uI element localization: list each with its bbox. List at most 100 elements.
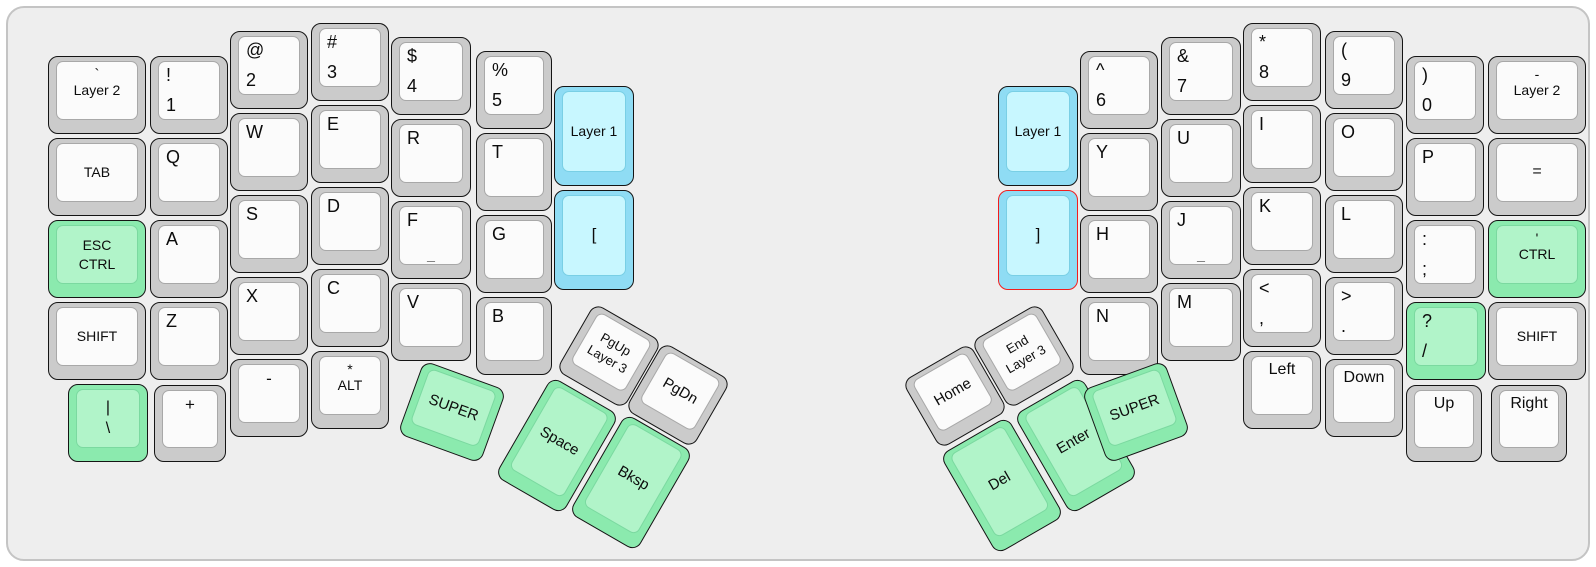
key-grave-layer2[interactable]: `Layer 2 (48, 56, 146, 134)
key-label: + (185, 395, 195, 414)
key-x[interactable]: X (230, 277, 308, 355)
keycap-top: Q (158, 143, 220, 202)
key-w[interactable]: W (230, 113, 308, 191)
key-caret-6[interactable]: ^6 (1080, 51, 1158, 129)
keycap-top: $4 (399, 42, 463, 101)
key-colon-semicolon[interactable]: :; (1406, 220, 1484, 298)
keycap-top: C (319, 274, 381, 333)
key-r[interactable]: R (391, 119, 471, 197)
key-esc-ctrl[interactable]: ESC CTRL (48, 220, 146, 298)
key-shift-left[interactable]: SHIFT (48, 302, 146, 380)
keycap-top: 'CTRL (1496, 225, 1578, 284)
key-hash-3[interactable]: #3 (311, 23, 389, 101)
key-paren-0[interactable]: )0 (1406, 56, 1484, 134)
key-tab[interactable]: TAB (48, 138, 146, 216)
key-b[interactable]: B (476, 297, 552, 375)
key-label: X (246, 286, 259, 306)
key-arrow-down[interactable]: Down (1325, 359, 1403, 437)
key-label: ! (166, 65, 172, 85)
key-pipe-backslash[interactable]: | \ (68, 384, 148, 462)
key-s[interactable]: S (230, 195, 308, 273)
key-t[interactable]: T (476, 133, 552, 211)
key-less-comma[interactable]: <, (1243, 269, 1321, 347)
key-label: ] (1035, 225, 1041, 245)
key-shift-right[interactable]: SHIFT (1488, 302, 1586, 380)
key-paren-9[interactable]: (9 (1325, 31, 1403, 109)
keycap-top: !1 (158, 61, 220, 120)
key-p[interactable]: P (1406, 138, 1484, 216)
key-z[interactable]: Z (150, 302, 228, 380)
key-label: I (1259, 114, 1265, 134)
key-exclaim-1[interactable]: !1 (150, 56, 228, 134)
key-d[interactable]: D (311, 187, 389, 265)
key-a[interactable]: A (150, 220, 228, 298)
keycap-top: J_ (1169, 206, 1233, 265)
key-label: > (1341, 286, 1352, 306)
key-k[interactable]: K (1243, 187, 1321, 265)
key-v[interactable]: V (391, 283, 471, 361)
key-amp-7[interactable]: &7 (1161, 37, 1241, 115)
keycap-top: `Layer 2 (56, 61, 138, 120)
keycap-top: *ALT (319, 356, 381, 415)
keycap-top: T (484, 138, 544, 197)
key-label: TAB (83, 164, 111, 181)
key-label: PgUp Layer 3 (584, 329, 634, 376)
key-label: 3 (327, 61, 338, 82)
keycap-top: W (238, 118, 300, 177)
key-label: End Layer 3 (1002, 331, 1049, 376)
key-i[interactable]: I (1243, 105, 1321, 183)
key-label: 5 (492, 89, 503, 110)
key-e[interactable]: E (311, 105, 389, 183)
key-left-bracket[interactable]: [ (554, 190, 634, 290)
key-c[interactable]: C (311, 269, 389, 347)
key-at-2[interactable]: @2 (230, 31, 308, 109)
key-label: ? (1422, 311, 1433, 331)
key-minus[interactable]: - (230, 359, 308, 437)
key-percent-5[interactable]: %5 (476, 51, 552, 129)
key-question-slash[interactable]: ?/ (1406, 302, 1486, 380)
key-label: _ (427, 245, 435, 262)
key-label: R (407, 128, 420, 148)
key-q[interactable]: Q (150, 138, 228, 216)
keycap-top: Layer 1 (1006, 91, 1070, 172)
key-h[interactable]: H (1080, 215, 1158, 293)
keycap-top: SUPER (1090, 367, 1179, 448)
keycap-top: <, (1251, 274, 1313, 333)
key-minus-layer2[interactable]: -Layer 2 (1488, 56, 1586, 134)
key-label: Layer 1 (1014, 123, 1062, 140)
key-m[interactable]: M (1161, 283, 1241, 361)
keycap-top: X (238, 282, 300, 341)
key-plus[interactable]: + (154, 385, 226, 462)
key-label: C (327, 278, 340, 298)
key-right-bracket[interactable]: ] (998, 190, 1078, 290)
key-super-left[interactable]: SUPER (397, 360, 507, 464)
keycap-top: = (1496, 143, 1578, 202)
key-label: SUPER (426, 390, 481, 425)
key-quote-ctrl[interactable]: 'CTRL (1488, 220, 1586, 298)
key-f[interactable]: F_ (391, 201, 471, 279)
key-arrow-up[interactable]: Up (1406, 385, 1482, 462)
key-j[interactable]: J_ (1161, 201, 1241, 279)
key-asterisk-8[interactable]: *8 (1243, 23, 1321, 101)
key-y[interactable]: Y (1080, 133, 1158, 211)
key-greater-period[interactable]: >. (1325, 277, 1403, 355)
key-g[interactable]: G (476, 215, 552, 293)
key-l[interactable]: L (1325, 195, 1403, 273)
key-asterisk-alt[interactable]: *ALT (311, 351, 389, 429)
key-label: SUPER (1107, 390, 1162, 425)
keycap-top: M (1169, 288, 1233, 347)
key-u[interactable]: U (1161, 119, 1241, 197)
key-arrow-right[interactable]: Right (1491, 385, 1567, 462)
key-label: T (492, 142, 503, 162)
key-equals[interactable]: = (1488, 138, 1586, 216)
key-layer1-left[interactable]: Layer 1 (554, 86, 634, 186)
key-layer1-right[interactable]: Layer 1 (998, 86, 1078, 186)
key-dollar-4[interactable]: $4 (391, 37, 471, 115)
key-arrow-left[interactable]: Left (1243, 351, 1321, 429)
key-o[interactable]: O (1325, 113, 1403, 191)
key-n[interactable]: N (1080, 297, 1158, 375)
key-label: ESC CTRL (78, 237, 116, 272)
key-label: G (492, 224, 507, 244)
keycap-top: End Layer 3 (980, 311, 1064, 394)
keycap-top: (9 (1333, 36, 1395, 95)
